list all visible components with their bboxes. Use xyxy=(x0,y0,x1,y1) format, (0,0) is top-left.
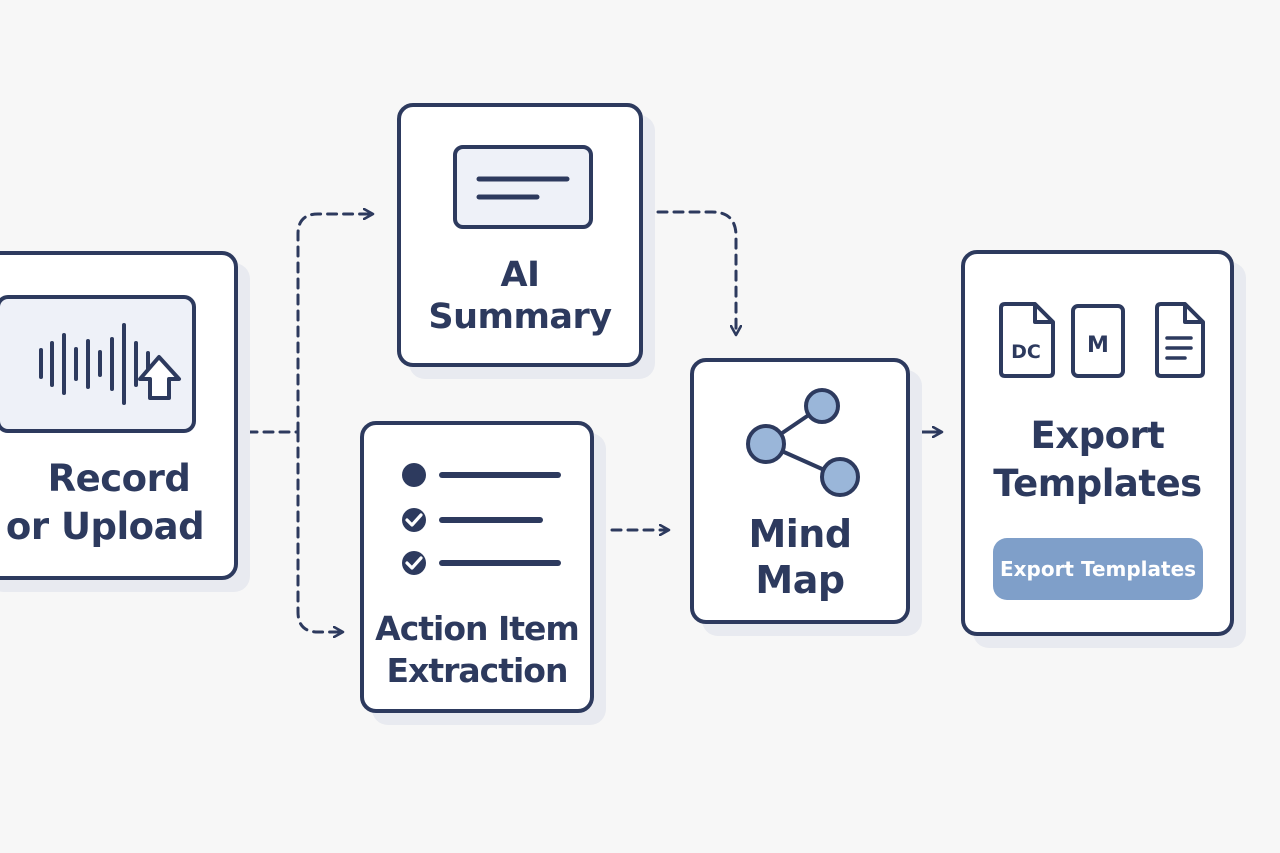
file-markdown-label: M xyxy=(1087,333,1109,358)
action-item-title-line1: Action Item xyxy=(375,609,580,648)
connector-to-actions xyxy=(296,430,342,632)
action-item-card[interactable]: Action Item Extraction xyxy=(360,421,594,713)
checklist-icon xyxy=(402,463,561,575)
mind-map-title-line2: Map xyxy=(755,558,845,602)
connector-to-summary xyxy=(296,214,372,434)
ai-summary-title-line2: Summary xyxy=(428,297,612,337)
ai-summary-card[interactable]: AI Summary xyxy=(397,103,643,367)
mind-map-icon xyxy=(746,388,860,497)
action-item-title-line2: Extraction xyxy=(386,651,569,690)
export-templates-title-line2: Templates xyxy=(993,462,1202,505)
export-templates-title-line1: Export xyxy=(1030,414,1165,457)
file-markdown-icon: M xyxy=(1071,304,1125,378)
audio-upload-icon xyxy=(0,295,196,433)
file-text-icon xyxy=(1155,302,1205,378)
mind-map-title-line1: Mind xyxy=(748,512,852,556)
file-doc-icon: DC xyxy=(999,302,1055,378)
record-upload-title-line1: Record xyxy=(47,457,191,500)
ai-summary-title-line1: AI xyxy=(500,255,540,295)
text-lines-icon xyxy=(453,145,593,229)
export-templates-button[interactable]: Export Templates xyxy=(993,538,1203,600)
mind-map-card[interactable]: Mind Map xyxy=(690,358,910,624)
file-doc-label: DC xyxy=(1011,341,1041,363)
record-upload-card[interactable]: Record or Upload xyxy=(0,251,238,580)
record-upload-title-line2: or Upload xyxy=(5,505,205,548)
export-templates-card[interactable]: DC M Export Templates Export Templates xyxy=(961,250,1234,636)
connector-summary-mindmap xyxy=(656,210,736,334)
